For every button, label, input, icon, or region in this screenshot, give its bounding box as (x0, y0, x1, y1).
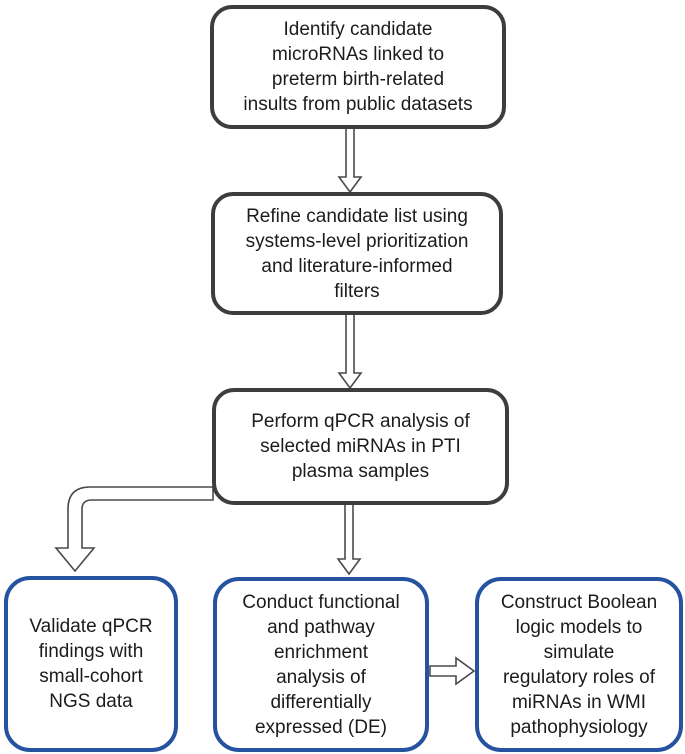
node-refine-candidate-list: Refine candidate list using systems-leve… (211, 192, 503, 315)
node-refine-label: Refine candidate list using systems-leve… (245, 205, 469, 302)
arrow-qpcr-to-validate (54, 486, 214, 573)
node-pathway-enrichment-analysis: Conduct functional and pathway enrichmen… (213, 577, 429, 752)
node-identify-candidate-mirnas: Identify candidate microRNAs linked to p… (210, 5, 506, 129)
node-boolean-logic-models: Construct Boolean logic models to simula… (475, 577, 683, 752)
node-boolean-label: Construct Boolean logic models to simula… (500, 591, 658, 738)
node-perform-qpcr-analysis: Perform qPCR analysis of selected miRNAs… (212, 388, 509, 505)
node-identify-label: Identify candidate microRNAs linked to p… (243, 19, 473, 115)
arrow-identify-to-refine (337, 127, 363, 194)
node-validate-label: Validate qPCR findings with small-cohort… (29, 616, 153, 712)
node-qpcr-label: Perform qPCR analysis of selected miRNAs… (251, 411, 470, 482)
arrow-enrich-to-boolean (429, 656, 476, 686)
arrow-qpcr-to-enrich (336, 503, 362, 576)
node-enrich-label: Conduct functional and pathway enrichmen… (242, 591, 400, 738)
node-validate-qpcr-ngs: Validate qPCR findings with small-cohort… (4, 576, 178, 752)
arrow-refine-to-qpcr (337, 313, 363, 390)
